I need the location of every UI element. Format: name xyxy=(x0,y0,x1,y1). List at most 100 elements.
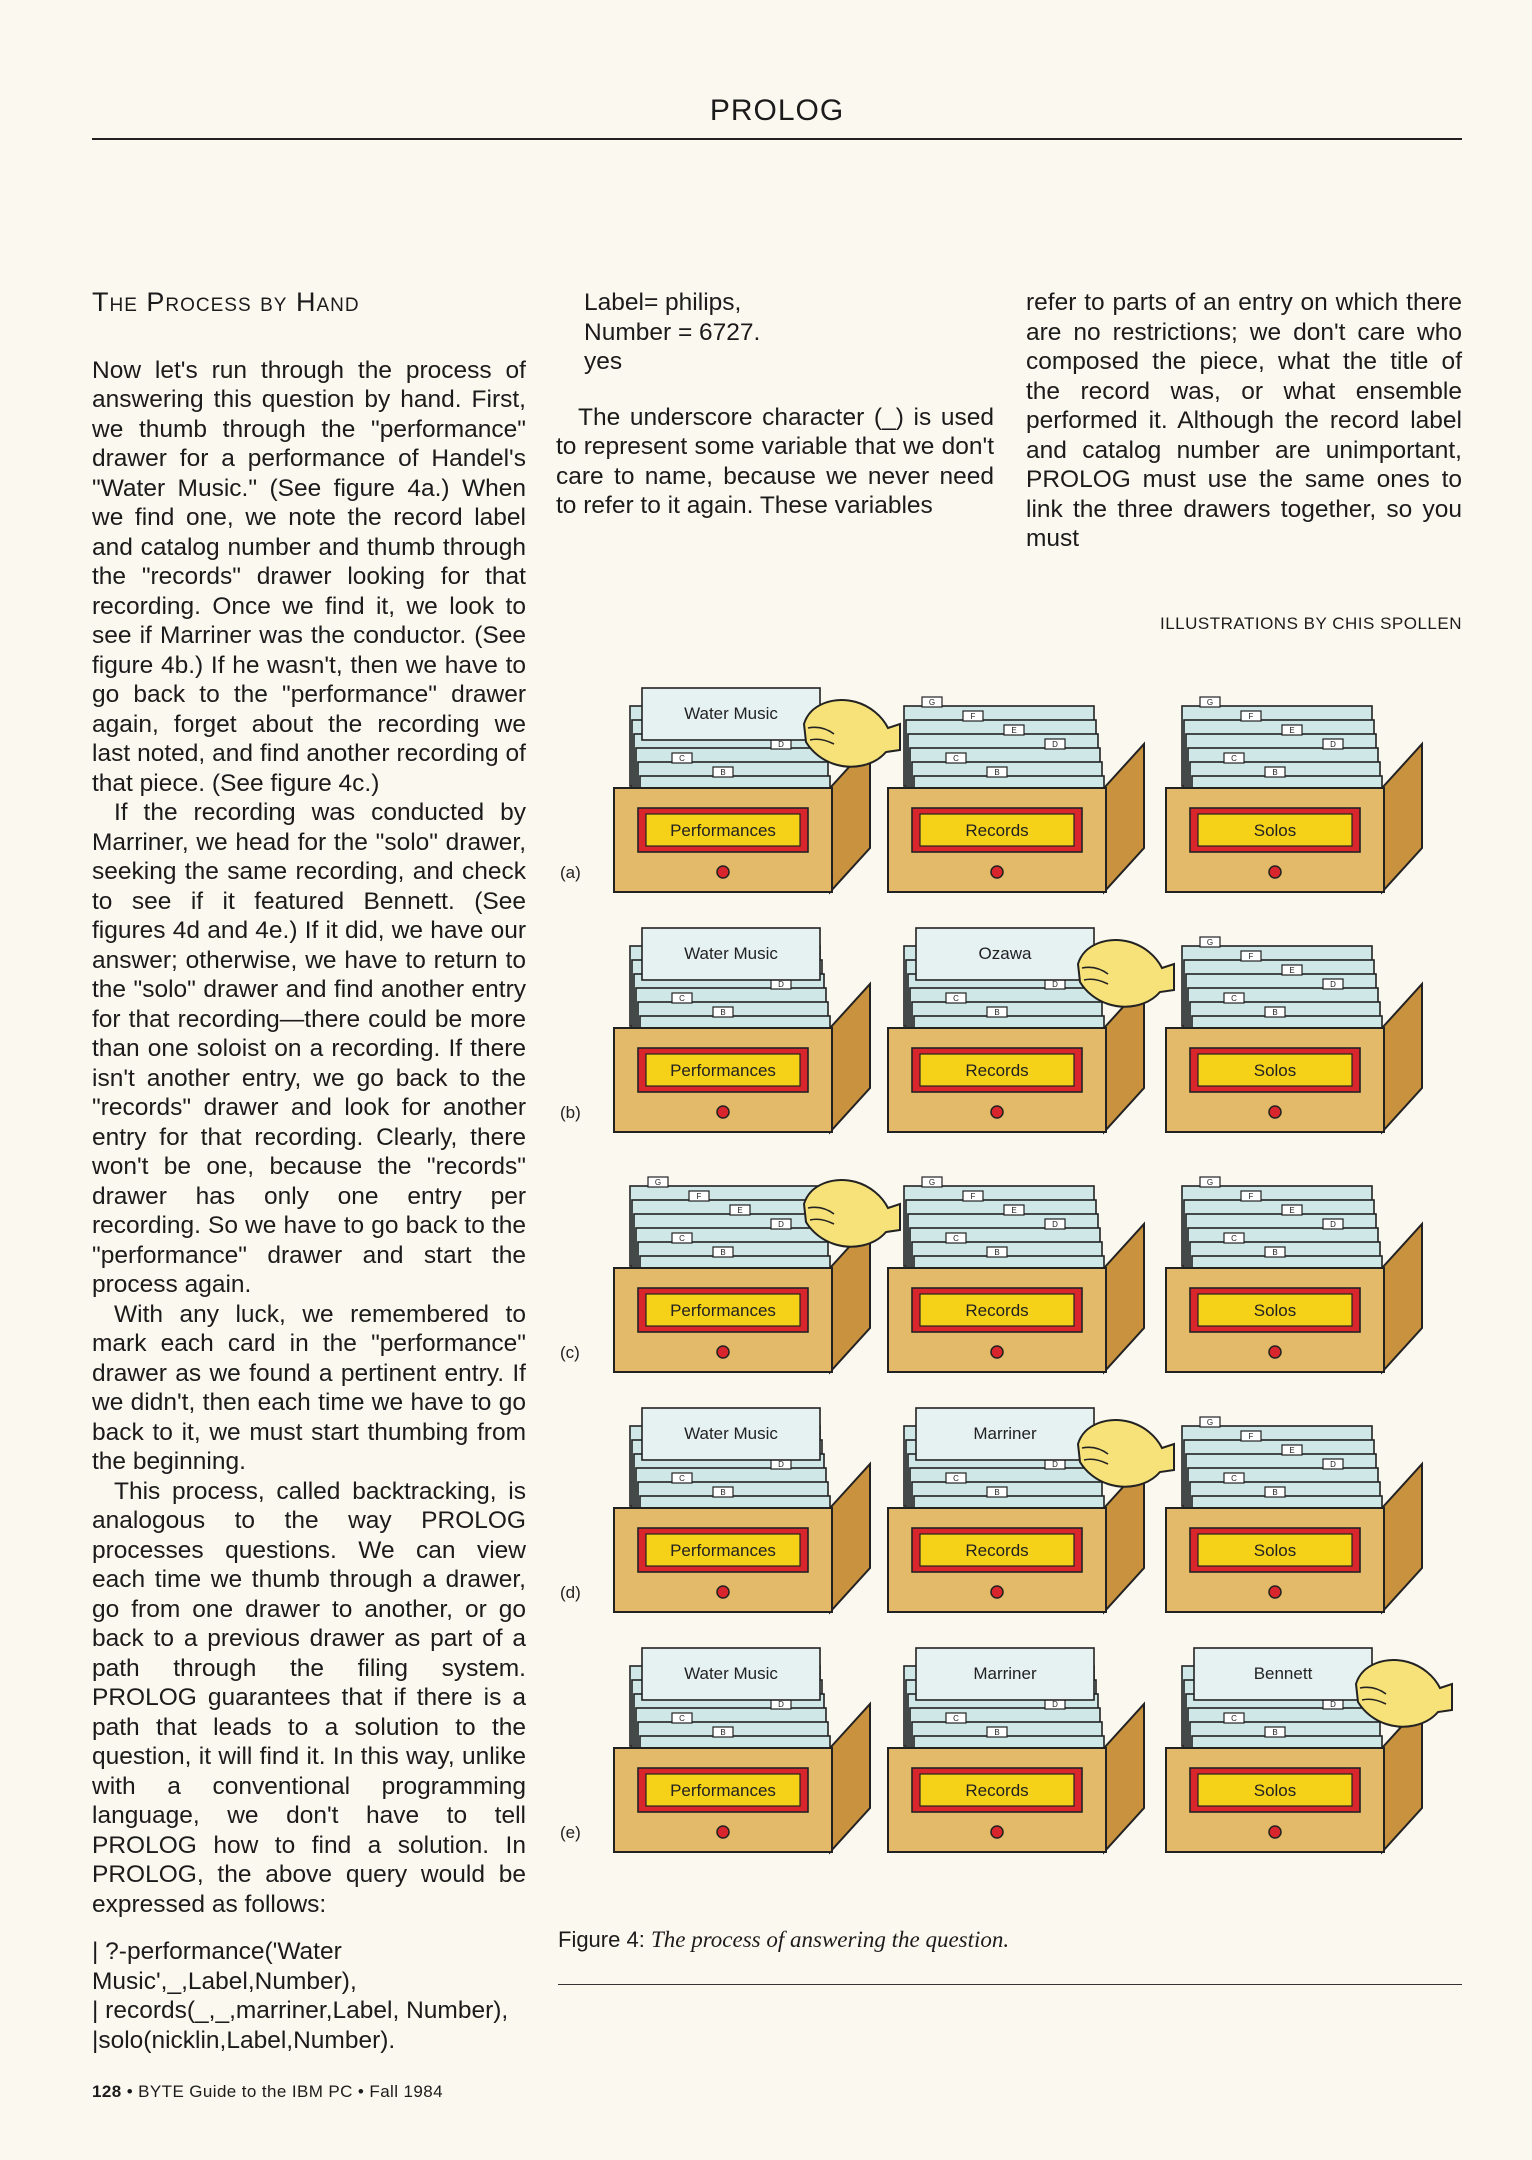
tab-letter: B xyxy=(994,768,999,777)
drawer-label: Solos xyxy=(1254,1061,1297,1080)
tab-letter: C xyxy=(679,1234,685,1243)
drawer-knob xyxy=(990,865,1004,879)
drawer-knob xyxy=(1268,865,1282,879)
column-2: Label= philips, Number = 6727. yes The u… xyxy=(556,288,994,521)
tab-letter: G xyxy=(1207,1418,1213,1427)
tab-letter: E xyxy=(1289,1446,1294,1455)
tab-letter: B xyxy=(994,1488,999,1497)
drawer-knob xyxy=(716,865,730,879)
card-label: Water Music xyxy=(684,1424,778,1443)
tab-letter: E xyxy=(1011,726,1016,735)
tab-letter: E xyxy=(1011,1206,1016,1215)
tab-letter: G xyxy=(1207,938,1213,947)
paragraph: With any luck, we remembered to mark eac… xyxy=(92,1300,526,1476)
tab-letter: C xyxy=(953,1474,959,1483)
tab-letter: D xyxy=(778,1220,784,1229)
row-tag: (a) xyxy=(560,863,581,882)
card-drawer: GFEDCBMarrinerRecords xyxy=(887,1647,1145,1855)
drawer-label: Records xyxy=(965,1301,1028,1320)
tab-letter: D xyxy=(778,1460,784,1469)
drawer-label: Performances xyxy=(670,1301,776,1320)
tab-letter: F xyxy=(697,1192,702,1201)
tab-letter: B xyxy=(994,1008,999,1017)
row-tag: (e) xyxy=(560,1823,581,1842)
row-tag: (b) xyxy=(560,1103,581,1122)
drawer-label: Solos xyxy=(1254,821,1297,840)
page-footer: 128 • BYTE Guide to the IBM PC • Fall 19… xyxy=(92,2082,443,2102)
prolog-answer: Label= philips, Number = 6727. yes xyxy=(556,288,994,377)
drawer-knob xyxy=(990,1825,1004,1839)
caption-text: The process of answering the question. xyxy=(650,1927,1010,1952)
tab-letter: C xyxy=(679,754,685,763)
tab-letter: G xyxy=(1207,698,1213,707)
paragraph: The underscore character (_) is used to … xyxy=(556,403,994,520)
tab-letter: B xyxy=(1272,1488,1277,1497)
card-label: Bennett xyxy=(1254,1664,1313,1683)
figure-4-illustration: (a)GFEDCBWater MusicPerformancesGFEDCBRe… xyxy=(560,687,1453,1855)
tab-letter: D xyxy=(778,1700,784,1709)
tab-letter: C xyxy=(1231,754,1237,763)
drawer-label: Performances xyxy=(670,1061,776,1080)
code-line: |solo(nicklin,Label,Number). xyxy=(92,2026,396,2054)
drawer-knob xyxy=(716,1825,730,1839)
drawer-knob xyxy=(1268,1105,1282,1119)
caption-label: Figure 4: xyxy=(558,1927,645,1952)
column-3: refer to parts of an entry on which ther… xyxy=(1026,288,1462,554)
hand xyxy=(1076,939,1175,1008)
code-line: Number = 6727. xyxy=(584,318,761,346)
tab-letter: B xyxy=(720,768,725,777)
illustration-credit: ILLUSTRATIONS BY CHIS SPOLLEN xyxy=(1159,614,1462,633)
card-label: Water Music xyxy=(684,704,778,723)
tab-letter: B xyxy=(720,1008,725,1017)
tab-letter: E xyxy=(1289,726,1294,735)
tab-letter: D xyxy=(1330,740,1336,749)
tab-letter: C xyxy=(679,1714,685,1723)
tab-letter: D xyxy=(778,740,784,749)
figure-caption: Figure 4: The process of answering the q… xyxy=(558,1927,1462,1953)
section-heading: The Process by Hand xyxy=(92,287,360,317)
tab-letter: D xyxy=(1052,980,1058,989)
page-header: PROLOG xyxy=(92,92,1462,140)
paragraph: If the recording was conducted by Marrin… xyxy=(92,799,526,1298)
tab-letter: D xyxy=(1330,1700,1336,1709)
card-label: Marriner xyxy=(973,1664,1037,1683)
tab-letter: B xyxy=(720,1728,725,1737)
card-label: Water Music xyxy=(684,944,778,963)
tab-letter: D xyxy=(1052,740,1058,749)
tab-letter: F xyxy=(971,1192,976,1201)
tab-letter: G xyxy=(929,1178,935,1187)
card-drawer: GFEDCBBennettSolos xyxy=(1165,1647,1453,1855)
drawer-label: Records xyxy=(965,1061,1028,1080)
tab-letter: F xyxy=(1249,712,1254,721)
drawer-label: Performances xyxy=(670,1541,776,1560)
tab-letter: B xyxy=(994,1728,999,1737)
tab-letter: C xyxy=(1231,1714,1237,1723)
drawer-knob xyxy=(990,1105,1004,1119)
tab-letter: B xyxy=(1272,1248,1277,1257)
page-number: 128 xyxy=(92,2082,122,2101)
paragraph: refer to parts of an entry on which ther… xyxy=(1026,289,1462,552)
tab-letter: B xyxy=(720,1248,725,1257)
drawer-knob xyxy=(1268,1345,1282,1359)
card-drawer: G F E D C B Solos xyxy=(1165,696,1423,895)
tab-letter: B xyxy=(1272,1728,1277,1737)
hand xyxy=(1076,1419,1175,1488)
tab-letter: C xyxy=(679,1474,685,1483)
card-drawer: GFEDCBOzawaRecords xyxy=(887,927,1175,1135)
drawer-knob xyxy=(1268,1825,1282,1839)
tab-letter: B xyxy=(1272,768,1277,777)
tab-letter: F xyxy=(1249,1432,1254,1441)
tab-letter: G xyxy=(1207,1178,1213,1187)
tab-letter: B xyxy=(1272,1008,1277,1017)
footer-text: • BYTE Guide to the IBM PC • Fall 1984 xyxy=(126,2082,443,2101)
hand xyxy=(802,1179,901,1248)
tab-letter: E xyxy=(1289,966,1294,975)
tab-letter: B xyxy=(720,1488,725,1497)
drawer-label: Solos xyxy=(1254,1781,1297,1800)
